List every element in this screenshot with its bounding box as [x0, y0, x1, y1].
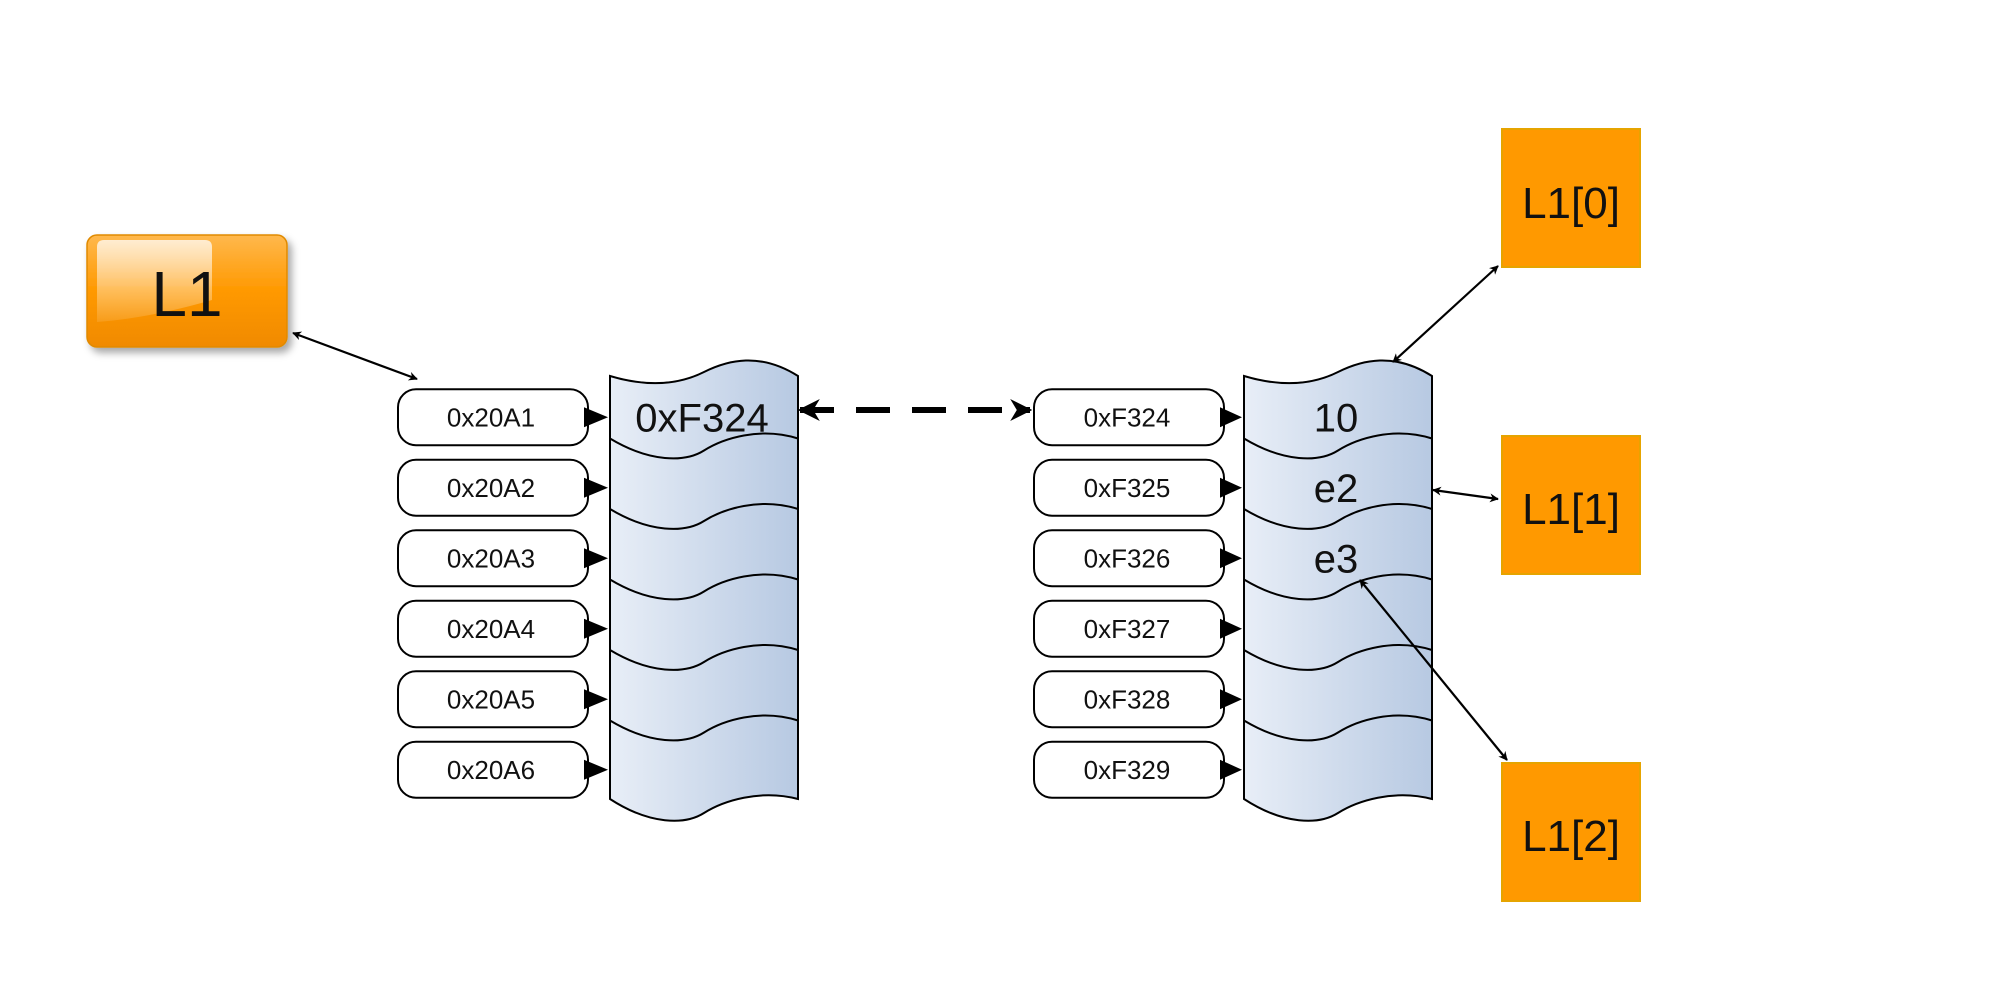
- left-address-pointer-icon: [584, 548, 608, 569]
- left-address-pointer-icon: [584, 407, 608, 428]
- left-address-label: 0x20A3: [447, 543, 535, 573]
- element-0-arrow: [1392, 265, 1499, 363]
- right-address-label: 0xF325: [1084, 473, 1171, 503]
- right-cell-value: e2: [1314, 467, 1359, 511]
- right-address-label: 0xF326: [1084, 543, 1171, 573]
- right-address-pointer-icon: [1220, 407, 1242, 428]
- left-address-pointer-icon: [584, 477, 608, 498]
- pointer-l1: L1: [86, 234, 288, 348]
- left-address-label: 0x20A2: [447, 473, 535, 503]
- left-cell-divider: [609, 644, 799, 671]
- right-address-label: 0xF329: [1084, 755, 1171, 785]
- left-cell-value: 0xF324: [635, 396, 768, 440]
- right-cell-divider: [1243, 432, 1433, 460]
- element-1-arrow: [1432, 486, 1499, 503]
- left-address-label: 0x20A1: [447, 402, 535, 432]
- left-cell-divider: [609, 573, 799, 601]
- right-cell-divider: [1243, 503, 1433, 530]
- right-address-pointer-icon: [1220, 759, 1242, 780]
- left-address-label: 0x20A4: [447, 614, 535, 644]
- right-cell-value: 10: [1314, 396, 1359, 440]
- left-address-label: 0x20A5: [447, 684, 535, 714]
- element-box-1: L1[1]: [1501, 435, 1641, 575]
- element-box-2: L1[2]: [1501, 762, 1641, 902]
- element-label-0: L1[0]: [1522, 179, 1620, 228]
- left-memory-block: 0x20A1 0xF324 0x20A2 0x20A3 0x20A4 0x20A5 0x20…: [397, 359, 799, 822]
- pointer-to-address-arrow: [292, 331, 418, 381]
- element-label-2: L1[2]: [1522, 812, 1620, 861]
- element-box-0: L1[0]: [1501, 128, 1641, 268]
- right-address-pointer-icon: [1220, 477, 1242, 498]
- right-address-label: 0xF324: [1084, 402, 1171, 432]
- left-address-pointer-icon: [584, 759, 608, 780]
- pointer-l1-label: L1: [151, 258, 222, 330]
- left-cell-divider: [609, 432, 799, 460]
- right-address-pointer-icon: [1220, 689, 1242, 710]
- left-address-pointer-icon: [584, 618, 608, 639]
- right-address-pointer-icon: [1220, 618, 1242, 639]
- right-cell-divider: [1243, 573, 1433, 601]
- right-memory-block: 0xF324 10 0xF325 e2 0xF326 e3 0xF327 0xF328 0xF3…: [1033, 359, 1433, 822]
- left-cell-divider: [609, 714, 799, 742]
- left-address-pointer-icon: [584, 689, 608, 710]
- right-address-label: 0xF328: [1084, 684, 1171, 714]
- left-address-label: 0x20A6: [447, 755, 535, 785]
- right-address-label: 0xF327: [1084, 614, 1171, 644]
- right-cell-value: e3: [1314, 537, 1359, 581]
- right-address-pointer-icon: [1220, 548, 1242, 569]
- element-label-1: L1[1]: [1522, 485, 1620, 534]
- element-2-arrow: [1359, 579, 1508, 761]
- left-cell-divider: [609, 503, 799, 530]
